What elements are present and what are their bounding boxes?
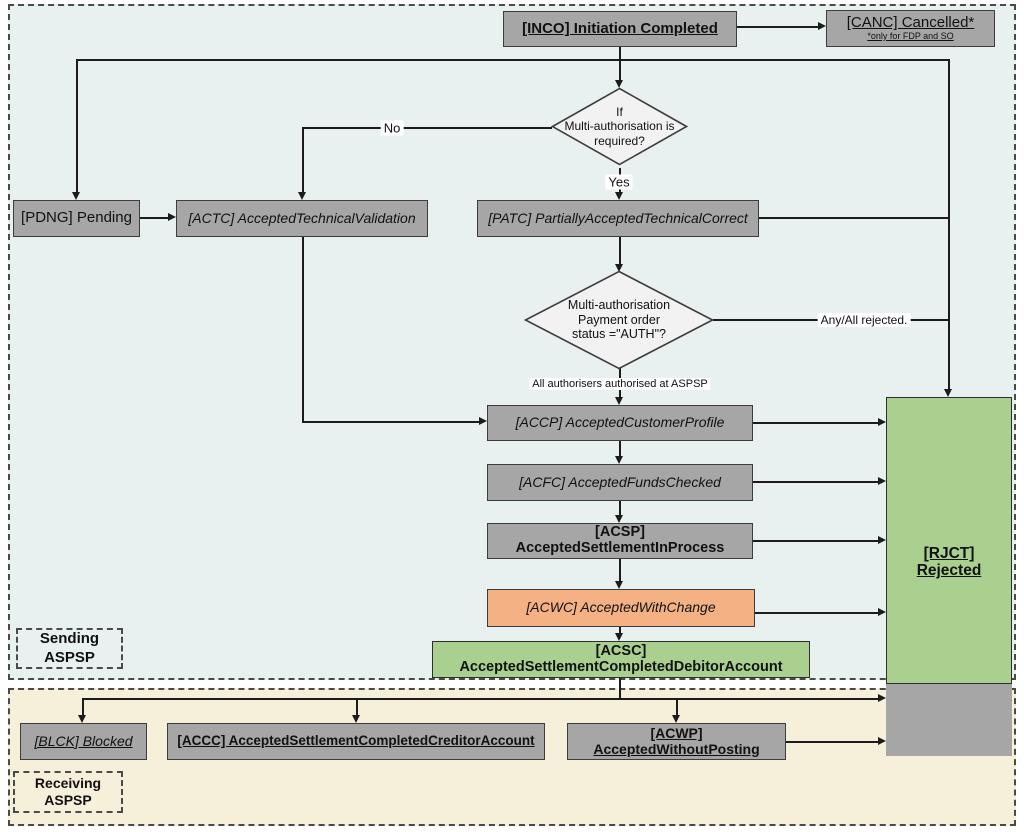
edge-acsp-to-rjct: [753, 540, 878, 542]
node-pdng: [PDNG] Pending: [13, 200, 140, 237]
node-rjct-label: [RJCT] Rejected: [916, 544, 982, 579]
node-acsp-label: [ACSP] AcceptedSettlementInProcess: [515, 524, 725, 556]
arrowhead-acwc-to-rjct: [878, 608, 886, 616]
edge-patc-to-diamond2: [619, 237, 621, 265]
arrowhead-to-actc: [297, 192, 306, 200]
arrowhead-acsp-to-acwc: [614, 581, 623, 589]
sending-aspsp-region: [8, 4, 1016, 680]
edge-label-no: No: [380, 120, 404, 136]
arrowhead-acfc-to-rjct: [878, 477, 886, 485]
arrowhead-acwp-to-rjct-ext: [878, 737, 886, 745]
node-accp-label: [ACCP] AcceptedCustomerProfile: [515, 414, 725, 431]
node-acwp-label: [ACWP] AcceptedWithoutPosting: [593, 725, 760, 757]
decision1-line2: Multi-authorisation is: [564, 119, 675, 134]
edge-branch-to-pdng: [76, 59, 78, 193]
edge-acwc-to-rjct: [755, 612, 878, 614]
edge-inco-to-diamond1: [619, 47, 621, 80]
node-rjct-extension: [886, 683, 1012, 756]
edge-to-accc: [356, 698, 358, 716]
node-acsc: [ACSC] AcceptedSettlementCompletedDebito…: [432, 641, 810, 678]
node-acsc-label: [ACSC] AcceptedSettlementCompletedDebito…: [459, 642, 783, 675]
edge-label-yes: Yes: [605, 174, 633, 190]
arrowhead-to-accc: [351, 715, 360, 723]
node-blck: [BLCK] Blocked: [20, 723, 147, 760]
node-patc-label: [PATC] PartiallyAcceptedTechnicalCorrect: [488, 209, 748, 226]
sending-aspsp-label-text: Sending ASPSP: [39, 629, 100, 666]
node-blck-label: [BLCK] Blocked: [34, 732, 133, 749]
node-pdng-label: [PDNG] Pending: [21, 209, 132, 227]
edge-receiving-distribution: [82, 698, 878, 700]
arrowhead-inco-to-diamond1: [614, 80, 623, 88]
node-accc: [ACCC] AcceptedSettlementCompletedCredit…: [167, 723, 545, 760]
arrowhead-acwc-to-acsc: [614, 633, 623, 641]
edge-right-rail-to-rjct: [948, 59, 950, 389]
node-accc-label: [ACCC] AcceptedSettlementCompletedCredit…: [177, 733, 535, 749]
arrowhead-actc-to-accp: [479, 417, 487, 425]
edge-acwp-to-rjct-ext: [786, 741, 878, 743]
arrowhead-to-blck: [77, 715, 86, 723]
edge-acfc-to-rjct: [753, 481, 878, 483]
node-rjct: [RJCT] Rejected: [886, 397, 1012, 684]
edge-pdng-to-actc: [140, 217, 168, 219]
node-accp: [ACCP] AcceptedCustomerProfile: [487, 405, 753, 441]
node-acfc: [ACFC] AcceptedFundsChecked: [487, 464, 753, 501]
arrowhead-to-acwp: [671, 715, 680, 723]
node-inco: [INCO] Initiation Completed: [503, 11, 737, 47]
node-acsp: [ACSP] AcceptedSettlementInProcess: [487, 523, 753, 559]
edge-no-to-actc: [302, 127, 304, 193]
node-canc-label: [CANC] Cancelled*: [846, 14, 975, 32]
node-acwc: [ACWC] AcceptedWithChange: [487, 589, 755, 627]
decision2-line3: status ="AUTH"?: [572, 327, 666, 342]
arrowhead-accp-to-acfc: [614, 456, 623, 464]
edge-label-any-all-rejected: Any/All rejected.: [817, 313, 911, 327]
edge-actc-down: [302, 237, 304, 422]
edge-accp-to-rjct: [753, 422, 878, 424]
node-canc-note: *only for FDP and SO: [867, 30, 954, 41]
edge-actc-to-accp: [302, 421, 479, 423]
edge-label-all-authorisers: All authorisers authorised at ASPSP: [529, 378, 711, 390]
diamond-shape: [551, 87, 688, 166]
arrowhead-to-rjct-top: [943, 389, 952, 397]
decision2-line2: Payment order: [578, 312, 660, 327]
decision1-line1: If: [616, 105, 623, 120]
arrowhead-to-pdng: [71, 192, 80, 200]
node-actc: [ACTC] AcceptedTechnicalValidation: [176, 200, 428, 237]
arrowhead-distribution-to-rjct-ext: [878, 694, 886, 702]
arrowhead-accp-to-rjct: [878, 418, 886, 426]
edge-to-blck: [82, 698, 84, 716]
arrowhead-acsp-to-rjct: [878, 536, 886, 544]
node-actc-label: [ACTC] AcceptedTechnicalValidation: [188, 209, 416, 226]
decision1-line3: required?: [594, 133, 645, 148]
edge-acsc-down: [619, 678, 621, 699]
node-acfc-label: [ACFC] AcceptedFundsChecked: [519, 473, 721, 490]
receiving-aspsp-label-line1: Receiving: [34, 774, 102, 791]
receiving-aspsp-label-line2: ASPSP: [44, 792, 92, 808]
arrowhead-to-patc: [614, 192, 623, 200]
sending-aspsp-label: Sending ASPSP: [16, 628, 123, 669]
edge-diamond1-no: [302, 127, 552, 129]
arrowhead-diamond2-to-accp: [614, 397, 623, 405]
edge-accp-to-acfc: [619, 441, 621, 457]
decision-payment-order-auth: Multi-authorisation Payment order status…: [524, 270, 714, 370]
edge-acwc-to-acsc: [619, 627, 621, 634]
edge-acfc-to-acsp: [619, 501, 621, 516]
arrowhead-patc-to-diamond2: [614, 264, 623, 272]
decision-multi-authorisation-required: If Multi-authorisation is required?: [551, 87, 688, 166]
edge-patc-to-right-rail: [759, 217, 950, 219]
node-patc: [PATC] PartiallyAcceptedTechnicalCorrect: [477, 200, 759, 237]
receiving-aspsp-label: Receiving ASPSP: [13, 771, 123, 813]
decision2-line1: Multi-authorisation: [567, 297, 671, 312]
edge-to-acwp: [676, 698, 678, 716]
edge-branch-top: [76, 59, 950, 61]
arrowhead-pdng-to-actc: [168, 213, 176, 221]
node-canc: [CANC] Cancelled* *only for FDP and SO: [826, 10, 995, 47]
node-acwc-label: [ACWC] AcceptedWithChange: [526, 599, 716, 616]
edge-acsp-to-acwc: [619, 559, 621, 582]
arrowhead-inco-to-canc: [818, 22, 826, 30]
diamond-shape: [524, 270, 714, 370]
edge-inco-to-canc: [737, 26, 818, 28]
node-inco-label: [INCO] Initiation Completed: [522, 19, 718, 37]
node-acwp: [ACWP] AcceptedWithoutPosting: [567, 723, 786, 760]
arrowhead-acfc-to-acsp: [614, 515, 623, 523]
